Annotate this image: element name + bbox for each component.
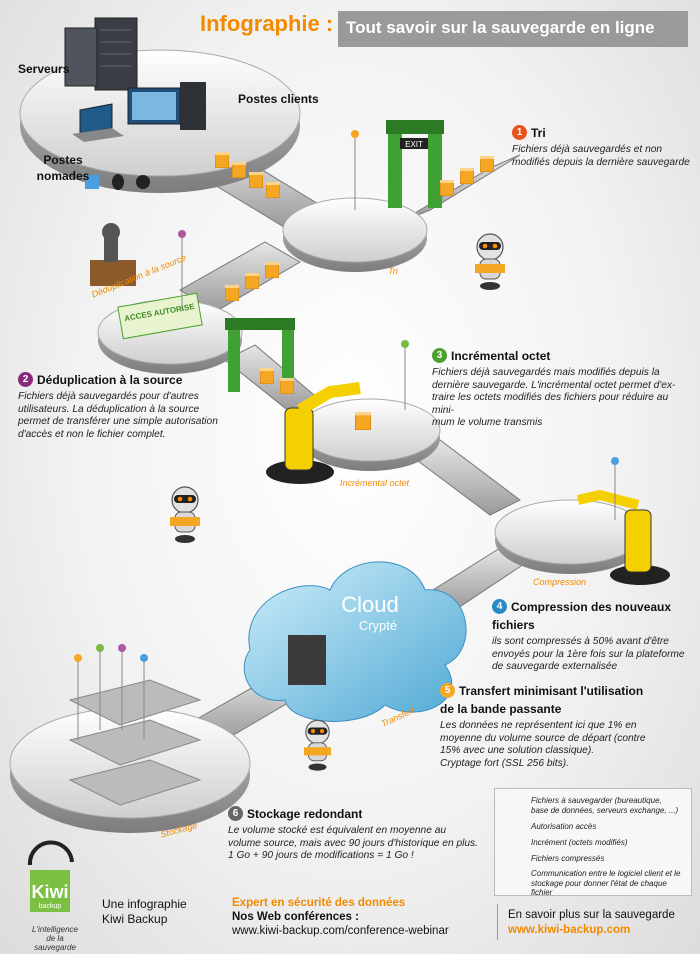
antennas (74, 130, 619, 740)
step-line: traire les octets modifiés des fichiers … (432, 392, 669, 416)
step-line: modifiés depuis la dernière sauvegarde (512, 156, 690, 168)
nomads-label: Postes nomades (36, 153, 90, 183)
step-number: 3 (432, 348, 447, 364)
cloud-subtitle: Crypté (359, 618, 397, 633)
page-subtitle: Tout savoir sur la sauvegarde en ligne (346, 18, 655, 37)
step-line: mum le volume transmis (432, 417, 543, 428)
robot-tri (474, 233, 506, 291)
kiwi-logo: Kiwi backup (27, 840, 74, 912)
robot-dedup (169, 486, 201, 544)
step-line: Le volume stocké est équivalent en moyen… (228, 825, 447, 836)
title-banner (338, 11, 688, 47)
cloud: Cloud Crypté (243, 561, 467, 722)
step-number: 2 (18, 372, 33, 388)
step-storage: 6 Stockage redondant Le volume stocké est… (228, 805, 478, 863)
step-number: 5 (440, 683, 455, 699)
step-line: 1 Go + 90 jours de modifications = 1 Go … (228, 850, 414, 861)
step-number: 6 (228, 806, 243, 822)
legend-access: Autorisation accès (531, 822, 597, 831)
step-title: Tri (531, 125, 546, 140)
robot-arm-compression (576, 489, 670, 585)
webinar-link[interactable]: www.kiwi-backup.com/conference-webinar (232, 925, 449, 937)
step-title: Transfert minimisant l'utilisation de la… (440, 683, 644, 716)
disk-label-tri: Tri (388, 266, 398, 276)
footer-info-2: Kiwi Backup (102, 912, 168, 926)
legend-files: Fichiers à sauvegarder (bureautique, bas… (531, 796, 679, 815)
legend-communication: Communication entre le logiciel client e… (531, 869, 681, 897)
step-line: volume source, mais avec 90 jours d'hist… (228, 837, 478, 849)
step-line: 15% avec une solution classique). (440, 745, 595, 756)
step-line: Fichiers déjà sauvegardés pour d'autres (18, 391, 199, 402)
step-line: d'accès et non le fichier complet. (18, 428, 166, 440)
storage-shelves (68, 679, 202, 806)
step-line: envoyés pour la 1ère fois sur la platefo… (492, 648, 685, 660)
step-title: Stockage redondant (247, 806, 363, 821)
server-rack (94, 17, 138, 91)
legend: Fichiers à sauvegarder (bureautique, bas… (494, 788, 692, 897)
step-line: Cryptage fort (SSL 256 bits). (440, 757, 569, 769)
step-dedup: 2 Déduplication à la source Fichiers déjà… (18, 371, 223, 441)
website-link[interactable]: www.kiwi-backup.com (508, 924, 631, 936)
step-line: utilisateurs. La déduplication à la sour… (18, 403, 200, 415)
laptop (72, 103, 124, 142)
clients-label: Postes clients (238, 92, 319, 106)
step-incremental: 3 Incrémental octet Fichiers déjà sauvega… (432, 347, 692, 430)
step-line: dernière sauvegarde. L'incrémental octet… (432, 379, 676, 391)
webinar-title: Nos Web conférences : (232, 911, 359, 923)
robot-transfer (303, 719, 332, 772)
access-gate (225, 318, 295, 392)
step-line: permet de transférer une simple autorisa… (18, 416, 218, 427)
step-title: Déduplication à la source (37, 372, 183, 387)
exit-sign: EXIT (405, 140, 423, 149)
stamp: ACCES AUTORISE (90, 223, 203, 340)
footer-info-1: Une infographie (102, 897, 187, 911)
step-title: Compression des nouveaux fichiers (492, 599, 672, 632)
exit-gate: EXIT (386, 120, 444, 208)
step-line: Les données ne représentent ici que 1% e… (440, 720, 637, 731)
cloud-title: Cloud (341, 592, 398, 617)
more-info-text: En savoir plus sur la sauvegarde (508, 909, 675, 921)
page-title: Infographie : (200, 11, 334, 36)
expert-tagline: Expert en sécurité des données (232, 897, 406, 909)
compression-disk (494, 499, 646, 574)
incremental-disk (299, 398, 441, 471)
kiwi-brand-sub: backup (39, 903, 62, 910)
step-line: de sauvegarde externalisée (492, 661, 618, 672)
step-number: 1 (512, 125, 527, 141)
servers-label: Serveurs (18, 62, 70, 76)
step-line: ils sont compressés à 50% avant d'être (492, 636, 669, 647)
footer-divider (497, 904, 498, 940)
legend-compressed: Fichiers compressés (531, 854, 605, 863)
step-line: Fichiers déjà sauvegardés et non (512, 144, 663, 155)
kiwi-brand: Kiwi (31, 882, 68, 902)
desktop-monitor (127, 82, 206, 130)
disk-label-incremental: Incrémental octet (340, 478, 410, 488)
robot-arm-incremental (266, 382, 361, 484)
legend-increment: Incrément (octets modifiés) (531, 838, 628, 847)
step-number: 4 (492, 599, 507, 615)
step-title: Incrémental octet (451, 348, 551, 363)
disk-label-compression: Compression (533, 577, 587, 587)
server-tower (64, 27, 98, 87)
step-line: moyenne du volume source de départ (cont… (440, 732, 646, 744)
kiwi-tagline: L'intelligence de la sauvegarde (31, 925, 78, 952)
step-line: Fichiers déjà sauvegardés mais modifiés … (432, 367, 660, 378)
os-icons (85, 174, 150, 190)
